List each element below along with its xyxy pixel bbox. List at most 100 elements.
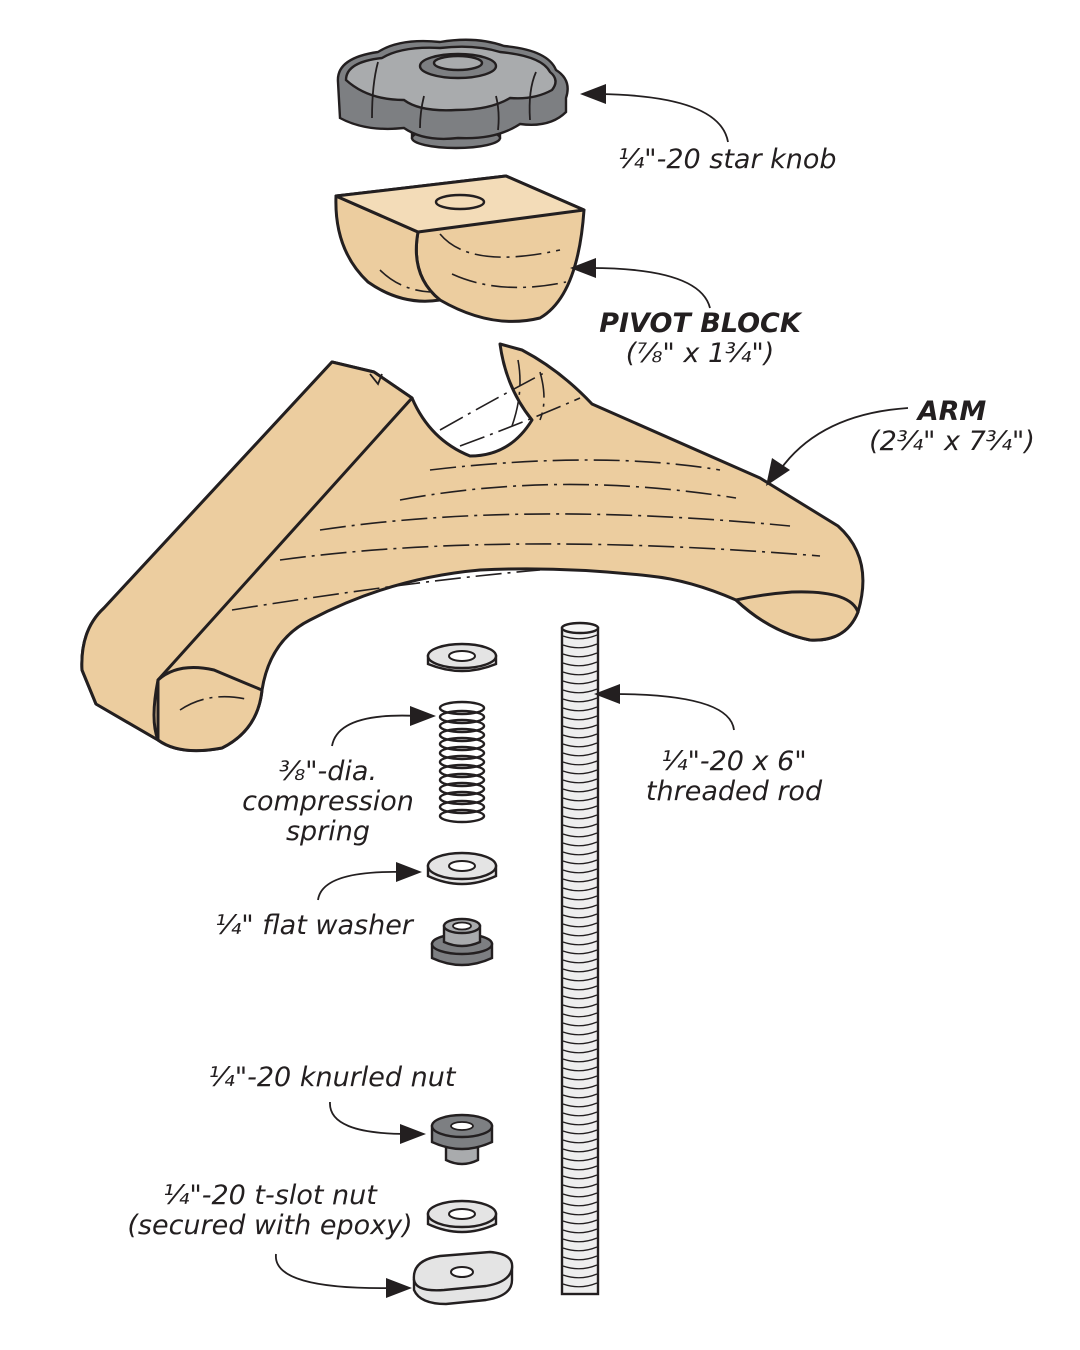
rod-thread: [562, 1264, 598, 1270]
rod-thread: [562, 1003, 598, 1009]
rod-thread: [562, 922, 598, 928]
rod-thread: [562, 895, 598, 901]
rod-thread: [562, 1228, 598, 1234]
spring-coil: [438, 790, 486, 806]
rod-thread: [562, 814, 598, 820]
rod-thread: [562, 913, 598, 919]
spring-coil: [438, 754, 486, 770]
rod-thread: [562, 949, 598, 955]
rod-thread: [562, 1111, 598, 1117]
rod-thread: [562, 841, 598, 847]
rod-thread: [562, 661, 598, 667]
spring-coil: [438, 799, 486, 815]
rod-thread: [562, 1021, 598, 1027]
rod-thread: [562, 1120, 598, 1126]
rod-thread: [562, 1075, 598, 1081]
rod-thread: [562, 1255, 598, 1261]
rod-thread: [562, 877, 598, 883]
t-slot-nut-label-line2: (secured with epoxy): [127, 1210, 412, 1241]
rod-thread: [562, 1048, 598, 1054]
t-slot-nut-label-line1: ¼"-20 t-slot nut: [163, 1180, 378, 1211]
rod-thread: [562, 1192, 598, 1198]
leader-lines: [275, 84, 909, 1298]
rod-thread: [562, 688, 598, 694]
arm: [80, 342, 865, 753]
rod-thread: [562, 733, 598, 739]
washer-bottom: [426, 1199, 498, 1234]
threaded-rod-label-line2: threaded rod: [646, 776, 823, 807]
rod-thread: [562, 1246, 598, 1252]
rod-thread: [562, 1138, 598, 1144]
rod-thread: [562, 1084, 598, 1090]
spring-coil: [438, 808, 486, 824]
rod-thread: [562, 976, 598, 982]
rod-thread: [562, 805, 598, 811]
rod-thread: [562, 1165, 598, 1171]
rod-thread: [562, 1102, 598, 1108]
star-knob: [336, 38, 569, 150]
rod-thread: [562, 1210, 598, 1216]
rod-thread: [562, 652, 598, 658]
rod-thread: [562, 760, 598, 766]
rod-thread: [562, 859, 598, 865]
rod-thread: [562, 967, 598, 973]
spring-label-line1: ⅜"-dia.: [279, 756, 377, 787]
flat-washer-label: ¼" flat washer: [215, 910, 415, 941]
rod-thread: [562, 994, 598, 1000]
rod-thread: [562, 742, 598, 748]
spring-label-line2: compression: [242, 786, 414, 817]
rod-thread: [562, 886, 598, 892]
rod-thread: [562, 778, 598, 784]
spring-coil: [438, 763, 486, 779]
pivot-block: [334, 174, 586, 323]
knurled-nut-label: ¼"-20 knurled nut: [209, 1062, 457, 1093]
rod-thread: [562, 1237, 598, 1243]
rod-threads: [562, 634, 598, 1288]
threaded-rod-label-line1: ¼"-20 x 6": [661, 746, 806, 777]
rod-thread: [562, 1039, 598, 1045]
rod-thread: [562, 940, 598, 946]
pivot-block-title: PIVOT BLOCK: [599, 308, 803, 339]
rod-thread: [562, 751, 598, 757]
spring-label-line3: spring: [286, 816, 370, 847]
arm-title: ARM: [916, 396, 987, 427]
rod-thread: [562, 823, 598, 829]
rod-thread: [562, 1057, 598, 1063]
rod-thread: [562, 697, 598, 703]
spring-coil: [438, 718, 486, 734]
rod-thread: [562, 1201, 598, 1207]
rod-thread: [562, 1012, 598, 1018]
rod-thread: [562, 1219, 598, 1225]
threaded-rod: [560, 621, 600, 1296]
rod-thread: [562, 1066, 598, 1072]
rod-thread: [562, 1183, 598, 1189]
rod-thread: [562, 832, 598, 838]
rod-thread: [562, 1030, 598, 1036]
rod-thread: [562, 670, 598, 676]
rod-thread: [562, 958, 598, 964]
rod-thread: [562, 985, 598, 991]
knurled-nut: [430, 1113, 494, 1166]
rod-thread: [562, 643, 598, 649]
rod-thread: [562, 850, 598, 856]
spring-coil: [438, 736, 486, 752]
washer-top: [426, 642, 498, 673]
bushing-nut: [430, 917, 494, 967]
rod-thread: [562, 1273, 598, 1279]
rod-thread: [562, 706, 598, 712]
rod-thread: [562, 931, 598, 937]
compression-spring: [438, 700, 486, 824]
rod-thread: [562, 1129, 598, 1135]
rod-thread: [562, 1156, 598, 1162]
pivot-block-dims: (⅞" x 1¾"): [626, 338, 775, 369]
rod-thread: [562, 1147, 598, 1153]
rod-thread: [562, 796, 598, 802]
rod-thread: [562, 1174, 598, 1180]
rod-thread: [562, 724, 598, 730]
arm-dims: (2¾" x 7¾"): [869, 426, 1035, 457]
rod-thread: [562, 787, 598, 793]
rod-thread: [562, 679, 598, 685]
rod-thread: [562, 904, 598, 910]
flat-washer: [426, 851, 498, 886]
